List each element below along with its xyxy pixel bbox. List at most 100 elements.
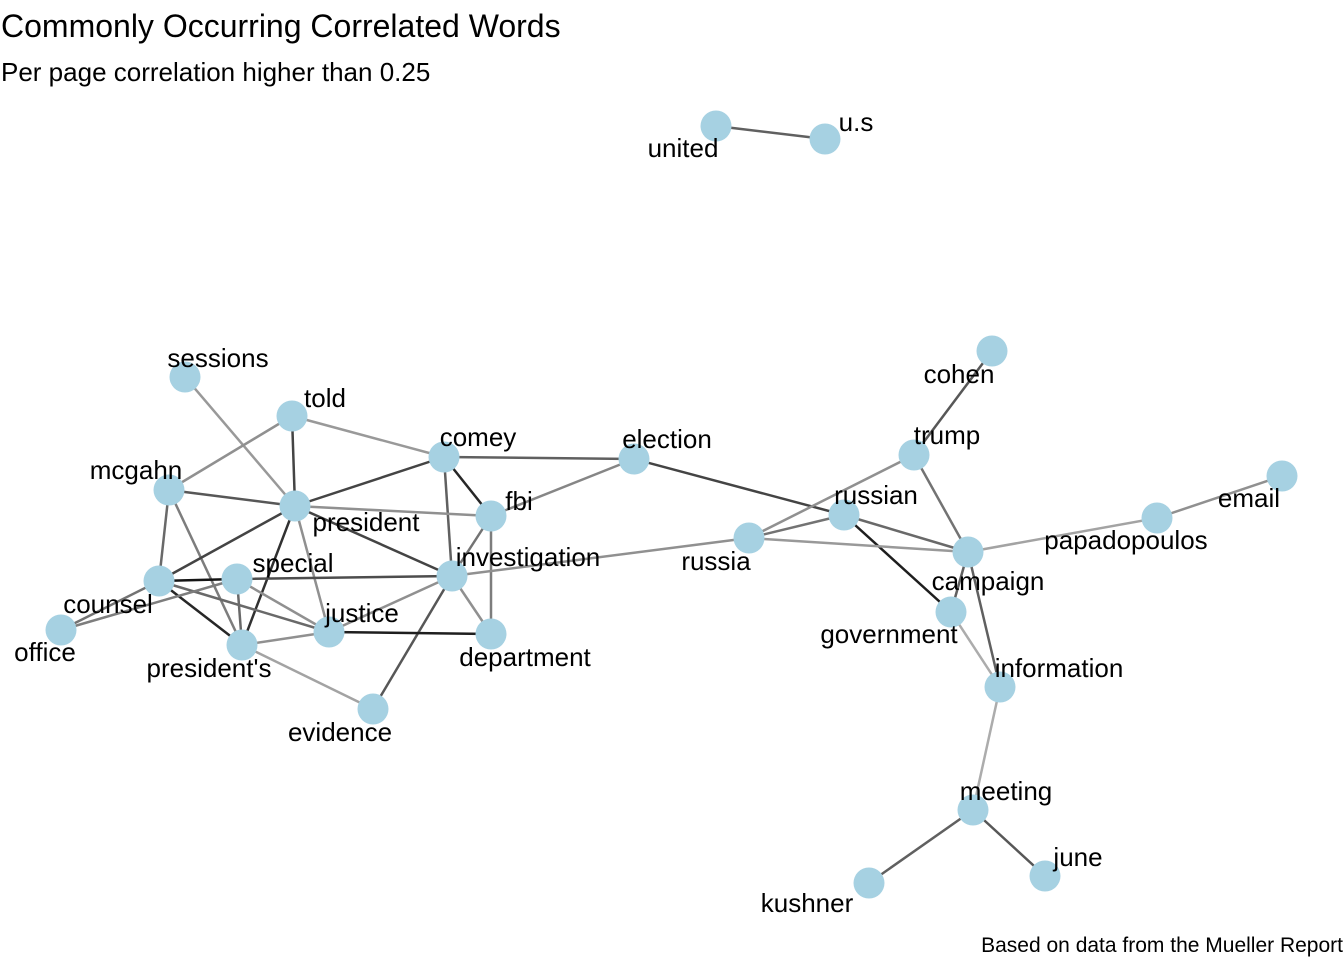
chart-subtitle: Per page correlation higher than 0.25 — [1, 57, 431, 87]
node-label-cohen: cohen — [924, 359, 995, 389]
edge-campaign-information — [966, 550, 1002, 689]
edge-president-fbi — [293, 504, 493, 518]
edge-investigation-justice — [327, 574, 454, 634]
edge-meeting-june — [971, 808, 1047, 878]
node-election — [618, 443, 650, 475]
node-label-united: united — [648, 133, 719, 163]
node-russia — [733, 522, 765, 554]
node-label-u-s: u.s — [839, 107, 874, 137]
edge-investigation-evidence — [371, 574, 454, 711]
node-label-told: told — [304, 383, 346, 413]
node-cohen — [976, 335, 1008, 367]
node-label-office: office — [14, 637, 76, 667]
node-label-campaign: campaign — [932, 566, 1045, 596]
edge-mcgahn-president — [167, 488, 297, 508]
node-information — [984, 671, 1016, 703]
edge-campaign-papadopoulos — [966, 516, 1159, 554]
node-label-government: government — [820, 619, 958, 649]
node-mcgahn — [153, 474, 185, 506]
node-label-investigation: investigation — [456, 542, 601, 572]
edge-president-investigation — [293, 504, 454, 578]
node-label-election: election — [622, 424, 712, 454]
node-label-information: information — [995, 653, 1124, 683]
node-comey — [428, 441, 460, 473]
edge-justice-department — [327, 630, 493, 636]
node-label-russian: russian — [834, 480, 918, 510]
edge-layer — [59, 124, 1284, 885]
edge-counsel-office — [59, 579, 161, 632]
node-justice — [313, 616, 345, 648]
edge-sessions-president — [183, 375, 297, 508]
node-sessions — [169, 361, 201, 393]
node-layer — [45, 110, 1298, 899]
node-papadopoulos — [1141, 502, 1173, 534]
node-label-mcgahn: mcgahn — [90, 455, 183, 485]
edge-president-s-evidence — [240, 643, 375, 711]
node-evidence — [357, 693, 389, 725]
edge-special-justice — [235, 577, 331, 634]
edge-president-president-s — [240, 504, 297, 647]
node-u-s — [809, 123, 841, 155]
node-government — [935, 596, 967, 628]
edge-special-office — [59, 577, 239, 632]
node-label-trump: trump — [914, 420, 980, 450]
node-investigation — [436, 560, 468, 592]
node-label-russia: russia — [681, 546, 751, 576]
edge-comey-election — [442, 455, 636, 461]
node-label-evidence: evidence — [288, 717, 392, 747]
node-president — [279, 490, 311, 522]
node-label-meeting: meeting — [960, 776, 1053, 806]
node-email — [1266, 460, 1298, 492]
edge-comey-investigation — [442, 455, 454, 578]
node-campaign — [952, 536, 984, 568]
node-russian — [828, 499, 860, 531]
node-fbi — [475, 500, 507, 532]
node-label-papadopoulos: papadopoulos — [1044, 525, 1207, 555]
edge-trump-campaign — [912, 453, 970, 554]
node-label-president: president — [313, 507, 421, 537]
edge-president-justice — [293, 504, 331, 634]
edge-president-counsel — [157, 504, 297, 583]
edge-united-u-s — [714, 124, 827, 141]
chart-title: Commonly Occurring Correlated Words — [1, 8, 561, 44]
edge-told-comey — [290, 414, 446, 459]
edge-information-meeting — [971, 685, 1002, 812]
node-label-special: special — [253, 548, 334, 578]
node-office — [45, 614, 77, 646]
node-label-sessions: sessions — [167, 343, 268, 373]
edge-trump-russia — [747, 453, 916, 540]
label-layer: united u.s sessions told mcgahn comey election… — [14, 107, 1280, 918]
node-trump — [898, 439, 930, 471]
chart-caption: Based on data from the Mueller Report — [981, 934, 1343, 957]
node-label-kushner: kushner — [761, 888, 854, 918]
node-counsel — [143, 565, 175, 597]
edge-fbi-election — [489, 457, 636, 518]
node-united — [700, 110, 732, 142]
edge-russian-campaign — [842, 513, 970, 554]
node-label-june: june — [1052, 842, 1102, 872]
node-label-department: department — [459, 642, 591, 672]
node-label-fbi: fbi — [505, 486, 532, 516]
node-label-president-s: president's — [147, 653, 272, 683]
node-label-email: email — [1218, 483, 1280, 513]
node-label-comey: comey — [440, 422, 517, 452]
node-department — [475, 618, 507, 650]
node-told — [276, 400, 308, 432]
edge-election-russian — [632, 457, 846, 517]
node-label-justice: justice — [324, 598, 399, 628]
edge-investigation-russia — [450, 536, 751, 578]
edge-counsel-president-s — [157, 579, 244, 647]
node-june — [1029, 860, 1061, 892]
edge-russia-campaign — [747, 536, 970, 554]
edge-papadopoulos-email — [1155, 474, 1284, 520]
node-label-counsel: counsel — [63, 589, 153, 619]
node-president-s — [226, 629, 258, 661]
edge-mcgahn-president-s — [167, 488, 244, 647]
node-kushner — [853, 867, 885, 899]
edge-russian-russia — [747, 513, 846, 540]
edge-told-mcgahn — [167, 414, 294, 492]
node-meeting — [957, 794, 989, 826]
edge-meeting-kushner — [867, 808, 975, 885]
edge-cohen-trump — [912, 349, 994, 457]
